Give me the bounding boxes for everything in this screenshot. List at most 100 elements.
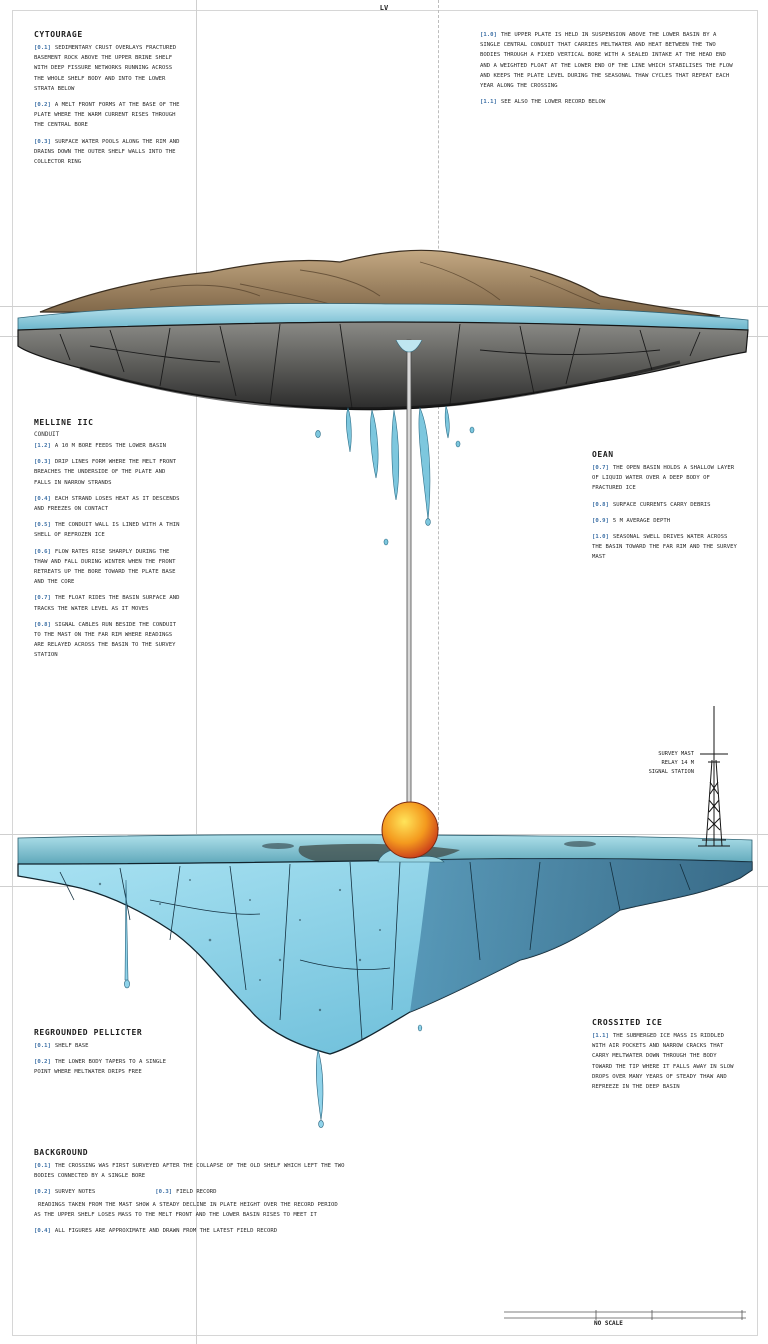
top-right-panel: [1.0]THE UPPER PLATE IS HELD IN SUSPENSI… [480, 30, 736, 113]
note-text: ALL FIGURES ARE APPROXIMATE AND DRAWN FR… [54, 1228, 278, 1235]
note-text: SURFACE CURRENTS CARRY DEBRIS [612, 501, 711, 508]
note-text: EACH STRAND LOSES HEAT AS IT DESCENDS AN… [34, 495, 180, 513]
note-paragraph: [0.9]5 M AVERAGE DEPTH [592, 516, 738, 526]
conduit-line [406, 339, 412, 881]
ice-drips [124, 879, 423, 1128]
note-text: THE FLOAT RIDES THE BASIN SURFACE AND TR… [34, 595, 180, 612]
page-frame [12, 10, 758, 1336]
note-text: THE CONDUIT WALL IS LINED WITH A THIN SH… [34, 522, 180, 539]
ref-number: [0.3] [34, 459, 51, 466]
note-text: SIGNAL CABLES RUN BESIDE THE CONDUIT TO … [34, 621, 177, 659]
conduit-intake [395, 339, 423, 353]
ice-air-pockets [98, 879, 381, 1012]
note-text: THE UPPER PLATE IS HELD IN SUSPENSION AB… [480, 32, 733, 90]
ref-number: [0.8] [34, 621, 51, 628]
note-paragraph: [0.3]DRIP LINES FORM WHERE THE MELT FRON… [34, 457, 184, 488]
note-paragraph: [0.4]EACH STRAND LOSES HEAT AS IT DESCEN… [34, 494, 184, 514]
panel-heading: CROSSITED ICE [592, 1018, 663, 1027]
note-paragraph: [0.7]THE FLOAT RIDES THE BASIN SURFACE A… [34, 593, 184, 613]
top-left-panel: CYTOURAGE [0.1]SEDIMENTARY CRUST OVERLAY… [34, 30, 184, 173]
page-label: LV [379, 4, 389, 12]
note-text: SEDIMENTARY CRUST OVERLAYS FRACTURED BAS… [34, 45, 177, 92]
note-text: SURFACE WATER POOLS ALONG THE RIM AND DR… [34, 138, 180, 166]
note-text: FIELD RECORD [176, 1189, 217, 1196]
bottom-right-panel: CROSSITED ICE [1.1]THE SUBMERGED ICE MAS… [592, 1018, 740, 1098]
ref-number: [0.1] [34, 1163, 51, 1169]
note-paragraph: [0.1]SEDIMENTARY CRUST OVERLAYS FRACTURE… [34, 43, 184, 94]
panel-heading: CYTOURAGE [34, 30, 83, 39]
note-paragraph: [0.3]SURFACE WATER POOLS ALONG THE RIM A… [34, 137, 184, 168]
panel-heading: OEAN [592, 450, 614, 459]
note-paragraph: [0.7]THE OPEN BASIN HOLDS A SHALLOW LAYE… [592, 463, 738, 494]
ref-number: [0.6] [34, 548, 51, 555]
note-paragraph: [0.8]SIGNAL CABLES RUN BESIDE THE CONDUI… [34, 620, 184, 661]
ref-number: [1.0] [480, 32, 497, 38]
footer-columns: [0.2]SURVEY NOTES [0.3]FIELD RECORD [34, 1187, 346, 1197]
ref-number: [1.2] [34, 443, 51, 449]
ref-number: [0.4] [34, 1228, 51, 1235]
panel-heading: BACKGROUND [34, 1148, 89, 1157]
ref-number: [0.1] [34, 45, 51, 51]
ref-number: [0.9] [592, 517, 609, 524]
note-paragraph: [1.1]THE SUBMERGED ICE MASS IS RIDDLED W… [592, 1031, 740, 1092]
mid-right-panel: OEAN [0.7]THE OPEN BASIN HOLDS A SHALLOW… [592, 450, 738, 569]
rock-plate [17, 321, 749, 411]
note-paragraph: READINGS TAKEN FROM THE MAST SHOW A STEA… [34, 1200, 346, 1220]
ref-number: [1.0] [592, 534, 609, 541]
guide-line [438, 0, 439, 830]
note-paragraph: [0.2]A MELT FRONT FORMS AT THE BASE OF T… [34, 100, 184, 131]
note-text: THE CROSSING WAS FIRST SURVEYED AFTER TH… [34, 1163, 345, 1180]
note-paragraph: [0.1]THE CROSSING WAS FIRST SURVEYED AFT… [34, 1161, 346, 1181]
ref-number: [0.3] [34, 138, 51, 145]
survey-mast [698, 706, 730, 847]
background-panel: BACKGROUND [0.1]THE CROSSING WAS FIRST S… [34, 1148, 346, 1242]
note-text: DRIP LINES FORM WHERE THE MELT FRONT BRE… [34, 459, 177, 486]
panel-subheading: CONDUIT [34, 431, 60, 438]
ref-number: [0.2] [34, 1189, 51, 1196]
ref-number: [0.2] [34, 102, 51, 109]
note-text: THE SUBMERGED ICE MASS IS RIDDLED WITH A… [592, 1033, 734, 1091]
ref-number: [0.1] [34, 1043, 51, 1049]
note-paragraph: [0.2]SURVEY NOTES [34, 1187, 95, 1197]
note-paragraph: [1.0]SEASONAL SWELL DRIVES WATER ACROSS … [592, 532, 738, 563]
ref-number: [1.1] [592, 1033, 609, 1039]
note-text: READINGS TAKEN FROM THE MAST SHOW A STEA… [34, 1201, 338, 1218]
sand-ridges [149, 261, 601, 305]
sand-mound [39, 249, 721, 317]
mid-left-panel: MELLINE IIC CONDUIT [1.2]A 10 M BORE FEE… [34, 418, 184, 667]
debris-patch [262, 843, 294, 849]
plate-drips [315, 405, 475, 546]
note-text: A MELT FRONT FORMS AT THE BASE OF THE PL… [34, 102, 180, 129]
ref-number: [1.1] [480, 99, 497, 106]
note-text: THE OPEN BASIN HOLDS A SHALLOW LAYER OF … [592, 465, 735, 492]
ref-number: [0.7] [34, 595, 51, 602]
note-paragraph: [0.4]ALL FIGURES ARE APPROXIMATE AND DRA… [34, 1226, 346, 1236]
guide-line [196, 0, 197, 1344]
note-text: SURVEY NOTES [54, 1189, 96, 1196]
ice-cracks [59, 861, 691, 1041]
note-text: FLOW RATES RISE SHARPLY DURING THE THAW … [34, 548, 176, 586]
scale-label: NO SCALE [594, 1320, 623, 1327]
note-text: SHELF BASE [54, 1043, 89, 1049]
ref-number: [0.3] [155, 1189, 173, 1196]
panel-heading: MELLINE IIC [34, 418, 94, 427]
panel-heading: REGROUNDED PELLICTER [34, 1028, 143, 1037]
debris-patch [564, 841, 596, 847]
mast-label: SURVEY MAST RELAY 14 M SIGNAL STATION [610, 750, 694, 777]
note-paragraph: [1.0]THE UPPER PLATE IS HELD IN SUSPENSI… [480, 30, 736, 91]
ref-number: [0.5] [34, 522, 51, 529]
mast-label-line: SIGNAL STATION [648, 769, 694, 775]
note-paragraph: [0.2]THE LOWER BODY TAPERS TO A SINGLE P… [34, 1057, 184, 1077]
note-paragraph: [0.5]THE CONDUIT WALL IS LINED WITH A TH… [34, 520, 184, 540]
ref-number: [0.7] [592, 465, 609, 471]
ref-number: [0.8] [592, 501, 609, 508]
bottom-left-panel: REGROUNDED PELLICTER [0.1]SHELF BASE [0.… [34, 1028, 184, 1084]
ref-number: [0.4] [34, 495, 51, 502]
note-paragraph: [0.3]FIELD RECORD [155, 1187, 216, 1197]
float-sphere [381, 801, 439, 859]
ref-number: [0.2] [34, 1059, 51, 1066]
note-paragraph: [0.6]FLOW RATES RISE SHARPLY DURING THE … [34, 547, 184, 588]
note-paragraph: [0.1]SHELF BASE [34, 1041, 184, 1051]
